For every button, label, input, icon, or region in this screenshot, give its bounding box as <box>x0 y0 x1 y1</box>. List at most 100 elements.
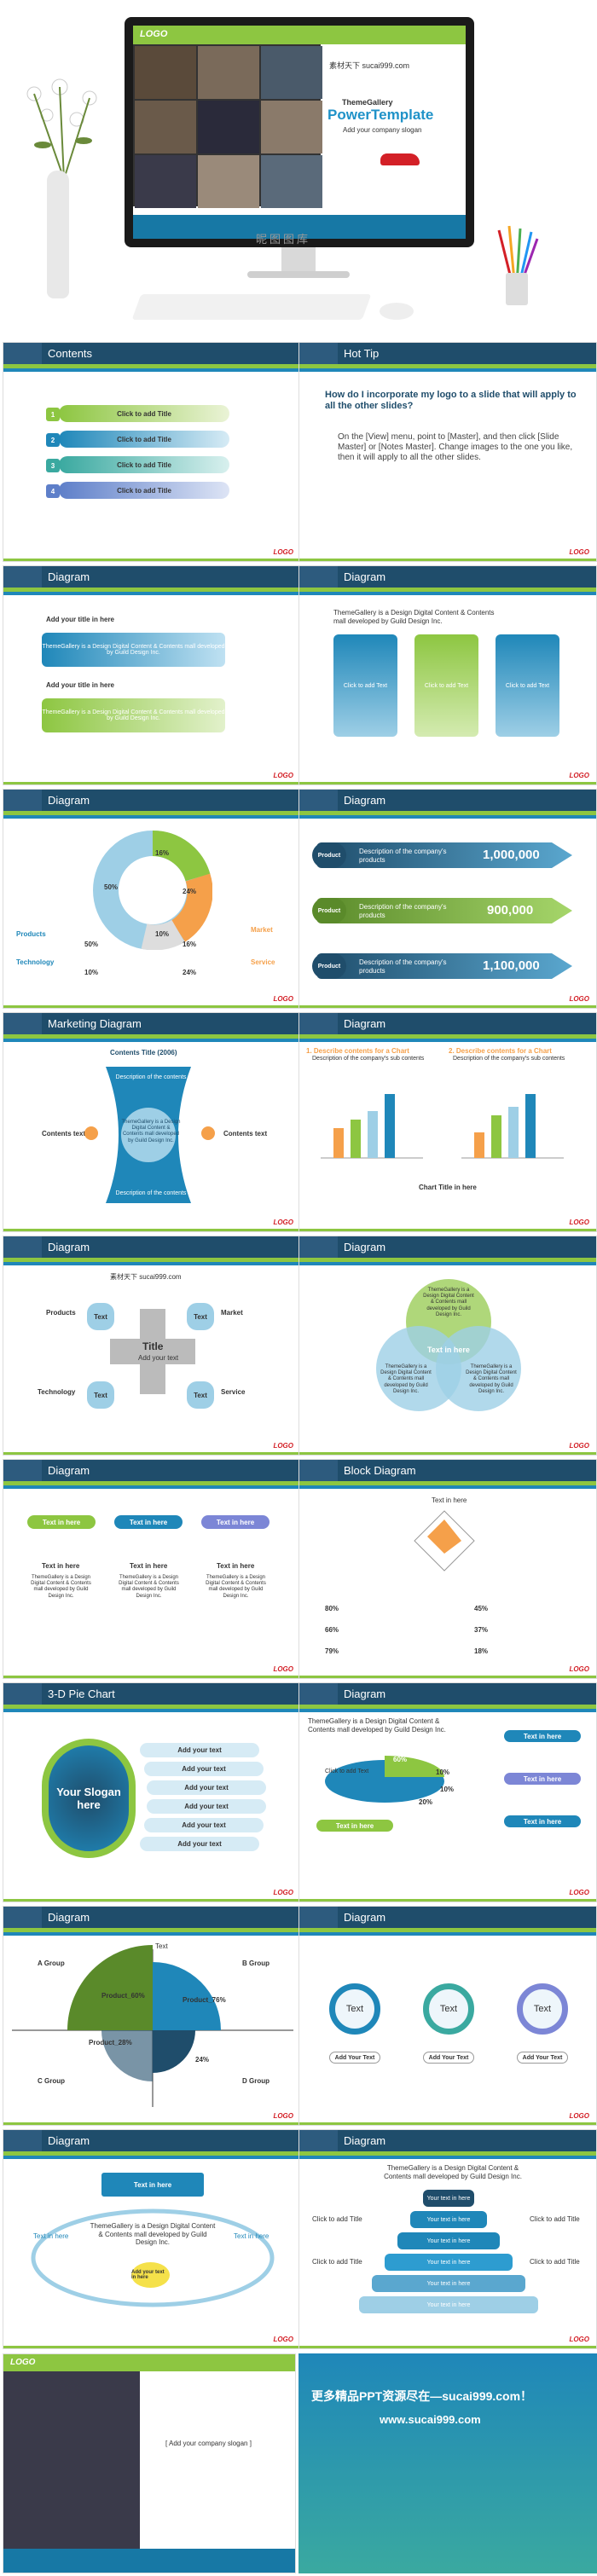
footer-bar <box>3 1005 300 1008</box>
header-image <box>3 343 42 364</box>
header-image <box>299 1683 338 1705</box>
side-click[interactable]: Click to add Title <box>312 2258 362 2266</box>
orange-dot <box>84 1126 98 1140</box>
accent-bar <box>3 1258 300 1262</box>
contents-item[interactable]: Click to add Title <box>59 456 229 473</box>
pyramid-layer: Your text in here <box>385 2254 513 2271</box>
promo-link[interactable]: www.sucai999.com <box>380 2413 481 2426</box>
add-text-circle[interactable]: Add your text in here <box>131 2262 170 2288</box>
box-body: ThemeGallery is a Design Digital Content… <box>31 1575 91 1599</box>
center-title: Title <box>142 1340 164 1352</box>
footer-bar <box>299 1899 596 1902</box>
side-click[interactable]: Click to add Title <box>312 2215 362 2223</box>
slide-logo: LOGO <box>569 2112 589 2120</box>
product-arrow <box>316 953 572 979</box>
bar-chart-right <box>461 1094 564 1159</box>
photo-grid <box>3 2371 140 2550</box>
slide-header <box>299 566 596 588</box>
slide-title: 3-D Pie Chart <box>48 1687 115 1700</box>
final-section: LOGO [ Add your company slogan ] 更多精品PPT… <box>0 2353 597 2576</box>
footer-bar <box>3 2122 300 2125</box>
accent-bar <box>299 815 596 819</box>
column-box: Click to add Text <box>333 634 397 737</box>
group-label: D Group <box>242 2077 270 2085</box>
center-text: ThemeGallery is a Design Digital Content… <box>90 2222 216 2247</box>
accent-bar <box>3 1262 300 1265</box>
text-item[interactable]: Add your text <box>147 1780 266 1795</box>
column-box: Click to add Text <box>414 634 478 737</box>
header-image <box>299 790 338 811</box>
contents-item[interactable]: Click to add Title <box>59 431 229 448</box>
slide-header <box>3 790 300 811</box>
pyramid-layer: Your text in here <box>359 2296 538 2313</box>
cycle-label: Text in here <box>33 2232 69 2240</box>
header-image <box>3 1460 42 1481</box>
side-click[interactable]: Click to add Title <box>530 2258 580 2266</box>
text-item[interactable]: Add your text <box>140 1837 259 1851</box>
pct: 18% <box>474 1647 489 1655</box>
pyramid-layer: Your text in here <box>410 2211 487 2228</box>
product-button[interactable]: Product <box>312 842 346 868</box>
slide-title: Diagram <box>48 1911 90 1924</box>
text-label: Text in here <box>504 1773 581 1785</box>
box-body: ThemeGallery is a Design Digital Content… <box>206 1575 266 1599</box>
slide-logo: LOGO <box>569 1889 589 1896</box>
slide-title: Diagram <box>48 570 90 583</box>
add-text-button[interactable]: Add Your Text <box>329 2052 380 2064</box>
chart-title: Chart Title in here <box>419 1184 477 1191</box>
pie-chart <box>325 1756 444 1803</box>
venn-diagram <box>376 1279 521 1411</box>
add-text-button[interactable]: Add Your Text <box>423 2052 474 2064</box>
text-item[interactable]: Add your text <box>144 1762 264 1776</box>
product-label: Product_60% <box>101 1992 145 2000</box>
pct: 79% <box>325 1647 339 1655</box>
slide-diagram-9: Diagram 素材天下 sucai999.com Title Add your… <box>3 1236 301 1456</box>
add-text-button[interactable]: Add Your Text <box>517 2052 568 2064</box>
pct-label: 24% <box>183 969 197 976</box>
slide-title: Diagram <box>48 1464 90 1477</box>
pct: 66% <box>325 1626 339 1634</box>
accent-bar <box>299 364 596 368</box>
diagram-title: Add your title in here <box>46 681 115 689</box>
accent-bar <box>3 2156 300 2159</box>
donut-chart <box>93 831 212 950</box>
slide-header <box>299 1236 596 1258</box>
contents-item[interactable]: Click to add Title <box>59 482 229 499</box>
side-click[interactable]: Click to add Title <box>530 2215 580 2223</box>
slide-diagram-11: Diagram Text in here Text in here Text i… <box>3 1459 301 1679</box>
pyramid-layer: Your text in here <box>423 2190 474 2207</box>
slide-header <box>299 790 596 811</box>
text-circle: Text <box>423 1983 474 2035</box>
accent-bar <box>299 1481 596 1485</box>
slide-header <box>299 1683 596 1705</box>
watermark: 昵图图库 <box>256 233 311 246</box>
click-text[interactable]: Click to add Text <box>325 1768 369 1774</box>
contents-item[interactable]: Click to add Title <box>59 405 229 422</box>
product-button[interactable]: Product <box>312 898 346 923</box>
text-item[interactable]: Add your text <box>147 1799 266 1814</box>
header-image <box>299 1460 338 1481</box>
end-slide: LOGO [ Add your company slogan ] <box>3 2353 296 2573</box>
text-item[interactable]: Add your text <box>140 1743 259 1757</box>
accent-bar <box>299 588 596 592</box>
box-head: Text in here <box>42 1562 80 1570</box>
product-arrow <box>316 842 572 868</box>
chart-desc: Description of the company's sub content… <box>453 1056 565 1062</box>
product-label: Product_28% <box>89 2039 132 2046</box>
slide-diagram-18: Diagram ThemeGallery is a Design Digital… <box>298 2129 597 2349</box>
slide-logo: LOGO <box>273 548 293 556</box>
slide-title: Diagram <box>344 1687 386 1700</box>
slide-title: Marketing Diagram <box>48 1017 142 1030</box>
slide-logo: LOGO <box>569 1665 589 1673</box>
pct: 37% <box>474 1626 489 1634</box>
text-label: Text in here <box>316 1820 393 1832</box>
mouse <box>380 303 414 320</box>
header-image <box>299 1013 338 1034</box>
keyboard <box>131 294 372 320</box>
monitor-stand <box>281 247 316 273</box>
slide-diagram-15: Diagram A Group B Group C Group D Group … <box>3 1906 301 2126</box>
monitor: LOGO 素材天下 sucai999.com ThemeGallery Powe… <box>125 17 474 247</box>
product-button[interactable]: Product <box>312 953 346 979</box>
text-item[interactable]: Add your text <box>144 1818 264 1832</box>
